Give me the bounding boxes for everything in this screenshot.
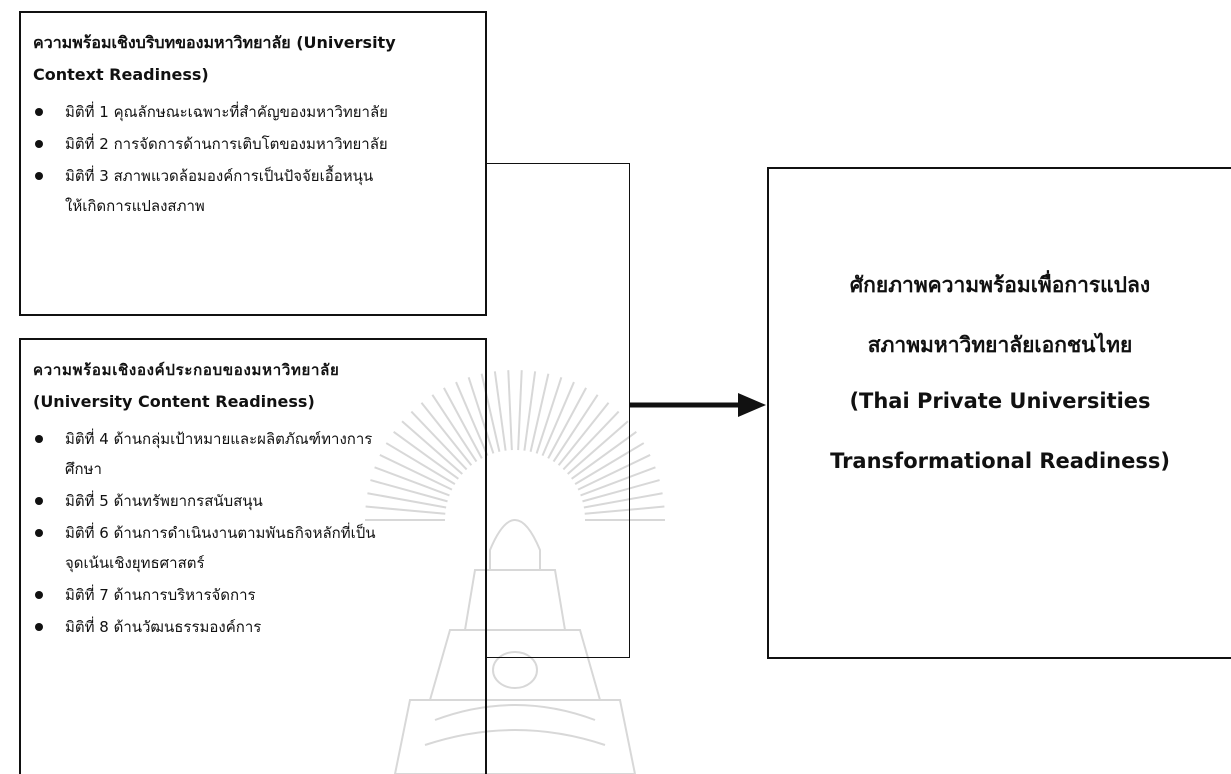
item-line2: จุดเน้นเชิงยุทธศาสตร์ [65,554,205,572]
bullet-icon [35,529,43,537]
item-line1: มิติที่ 2 การจัดการด้านการเติบโตของมหาวิ… [65,135,388,153]
item-line1: มิติที่ 3 สภาพแวดล้อมองค์การเป็นปัจจัยเอ… [65,167,374,185]
bullet-icon [35,435,43,443]
connector-top-horizontal [487,163,630,164]
item-line1: มิติที่ 1 คุณลักษณะเฉพาะที่สำคัญของมหาวิ… [65,103,388,121]
bullet-icon [35,108,43,116]
arrow-right-icon [630,393,766,417]
item-line1: มิติที่ 8 ด้านวัฒนธรรมองค์การ [65,618,262,636]
list-item: มิติที่ 2 การจัดการด้านการเติบโตของมหาวิ… [33,129,475,159]
list-item: มิติที่ 7 ด้านการบริหารจัดการ [33,580,475,610]
bullet-icon [35,172,43,180]
result-line2: สภาพมหาวิทยาลัยเอกชนไทย [867,333,1133,357]
bullet-icon [35,140,43,148]
result-line1: ศักยภาพความพร้อมเพื่อการแปลง [849,273,1151,297]
item-line2: ให้เกิดการแปลงสภาพ [65,197,205,215]
list-item: มิติที่ 8 ด้านวัฒนธรรมองค์การ [33,612,475,642]
result-line4: Transformational Readiness) [830,449,1170,473]
list-item: มิติที่ 4 ด้านกลุ่มเป้าหมายและผลิตภัณฑ์ท… [33,424,475,484]
content-title-line2: (University Content Readiness) [33,392,315,411]
content-title-line1: ความพร้อมเชิงองค์ประกอบของมหาวิทยาลัย [33,361,340,379]
context-dimension-list: มิติที่ 1 คุณลักษณะเฉพาะที่สำคัญของมหาวิ… [33,97,475,221]
transformational-readiness-box: ศักยภาพความพร้อมเพื่อการแปลง สภาพมหาวิทย… [767,167,1231,659]
list-item: มิติที่ 1 คุณลักษณะเฉพาะที่สำคัญของมหาวิ… [33,97,475,127]
result-line3: (Thai Private Universities [849,389,1151,413]
list-item: มิติที่ 6 ด้านการดำเนินงานตามพันธกิจหลัก… [33,518,475,578]
bullet-icon [35,497,43,505]
content-dimension-list: มิติที่ 4 ด้านกลุ่มเป้าหมายและผลิตภัณฑ์ท… [33,424,475,642]
item-line1: มิติที่ 6 ด้านการดำเนินงานตามพันธกิจหลัก… [65,524,376,542]
context-title-line2: Context Readiness) [33,65,209,84]
list-item: มิติที่ 3 สภาพแวดล้อมองค์การเป็นปัจจัยเอ… [33,161,475,221]
connector-vertical [629,163,630,658]
bullet-icon [35,591,43,599]
item-line1: มิติที่ 7 ด้านการบริหารจัดการ [65,586,256,604]
item-line1: มิติที่ 5 ด้านทรัพยากรสนับสนุน [65,492,263,510]
connector-bottom-horizontal [487,657,630,658]
content-readiness-box: ความพร้อมเชิงองค์ประกอบของมหาวิทยาลัย (U… [19,338,487,774]
list-item: มิติที่ 5 ด้านทรัพยากรสนับสนุน [33,486,475,516]
item-line2: ศึกษา [65,460,102,478]
item-line1: มิติที่ 4 ด้านกลุ่มเป้าหมายและผลิตภัณฑ์ท… [65,430,373,448]
bullet-icon [35,623,43,631]
context-readiness-box: ความพร้อมเชิงบริบทของมหาวิทยาลัย (Univer… [19,11,487,316]
context-title-line1: ความพร้อมเชิงบริบทของมหาวิทยาลัย (Univer… [33,33,396,52]
